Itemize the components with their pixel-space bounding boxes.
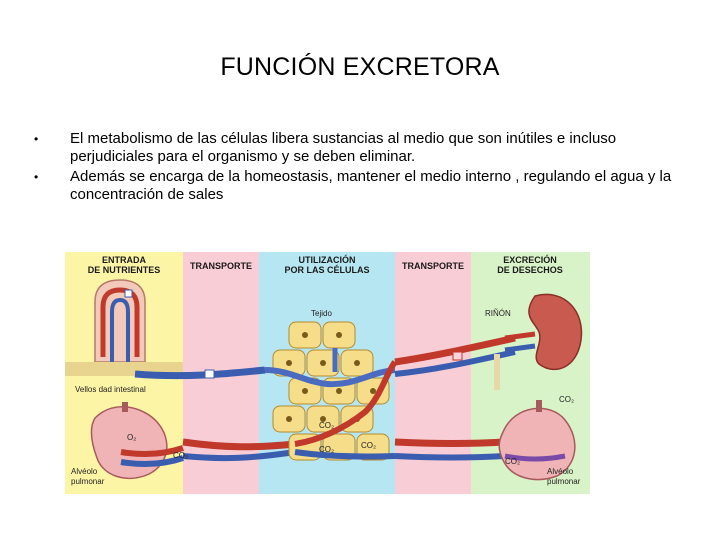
- bullet-dot: •: [34, 170, 39, 184]
- bullet-text: Además se encarga de la homeostasis, man…: [70, 168, 672, 203]
- gas-label: CO₂: [559, 395, 574, 404]
- alveolus-label: pulmonar: [547, 477, 581, 486]
- blood-vessels: [134, 334, 516, 462]
- tissue-cells: [264, 321, 398, 461]
- bullet-list: • El metabolismo de las células libera su…: [34, 130, 680, 206]
- bullet-item: • Además se encarga de la homeostasis, ma…: [34, 168, 680, 204]
- gas-label: O₂: [127, 433, 136, 442]
- tissue-label: Tejido: [311, 309, 332, 318]
- gas-label: CO₂: [173, 451, 188, 460]
- alveolus-label: Alvéolo: [71, 467, 98, 476]
- column-header: TRANSPORTE: [402, 261, 464, 271]
- alveolus-label: Alvéolo: [547, 467, 574, 476]
- gas-label: CO₂: [505, 457, 520, 466]
- column-header: TRANSPORTE: [190, 261, 252, 271]
- bullet-dot: •: [34, 132, 39, 146]
- gas-label: CO₂: [361, 441, 376, 450]
- bullet-item: • El metabolismo de las células libera su…: [34, 130, 680, 166]
- kidney: [494, 293, 583, 390]
- column-header: POR LAS CÉLULAS: [284, 265, 369, 275]
- column-header: DE DESECHOS: [497, 265, 563, 275]
- alveolus-right: [498, 400, 576, 481]
- kidney-label: RIÑÓN: [485, 309, 511, 318]
- column-header: EXCRECIÓN: [503, 254, 557, 265]
- bullet-text: El metabolismo de las células libera sus…: [70, 130, 617, 165]
- column-header: DE NUTRIENTES: [88, 265, 161, 275]
- column-header: ENTRADA: [102, 255, 146, 265]
- excretion-diagram: ENTRADA DE NUTRIENTES TRANSPORTE UTILIZA…: [65, 252, 590, 494]
- slide-title: FUNCIÓN EXCRETORA: [220, 53, 500, 81]
- gas-label: CO₂: [319, 445, 334, 454]
- alveolus-label: pulmonar: [71, 477, 105, 486]
- column-header: UTILIZACIÓN: [299, 254, 356, 265]
- gas-label: CO₂: [319, 421, 334, 430]
- alveolus-left: [90, 402, 184, 480]
- villus-label: Vellos dad intestinal: [75, 385, 146, 394]
